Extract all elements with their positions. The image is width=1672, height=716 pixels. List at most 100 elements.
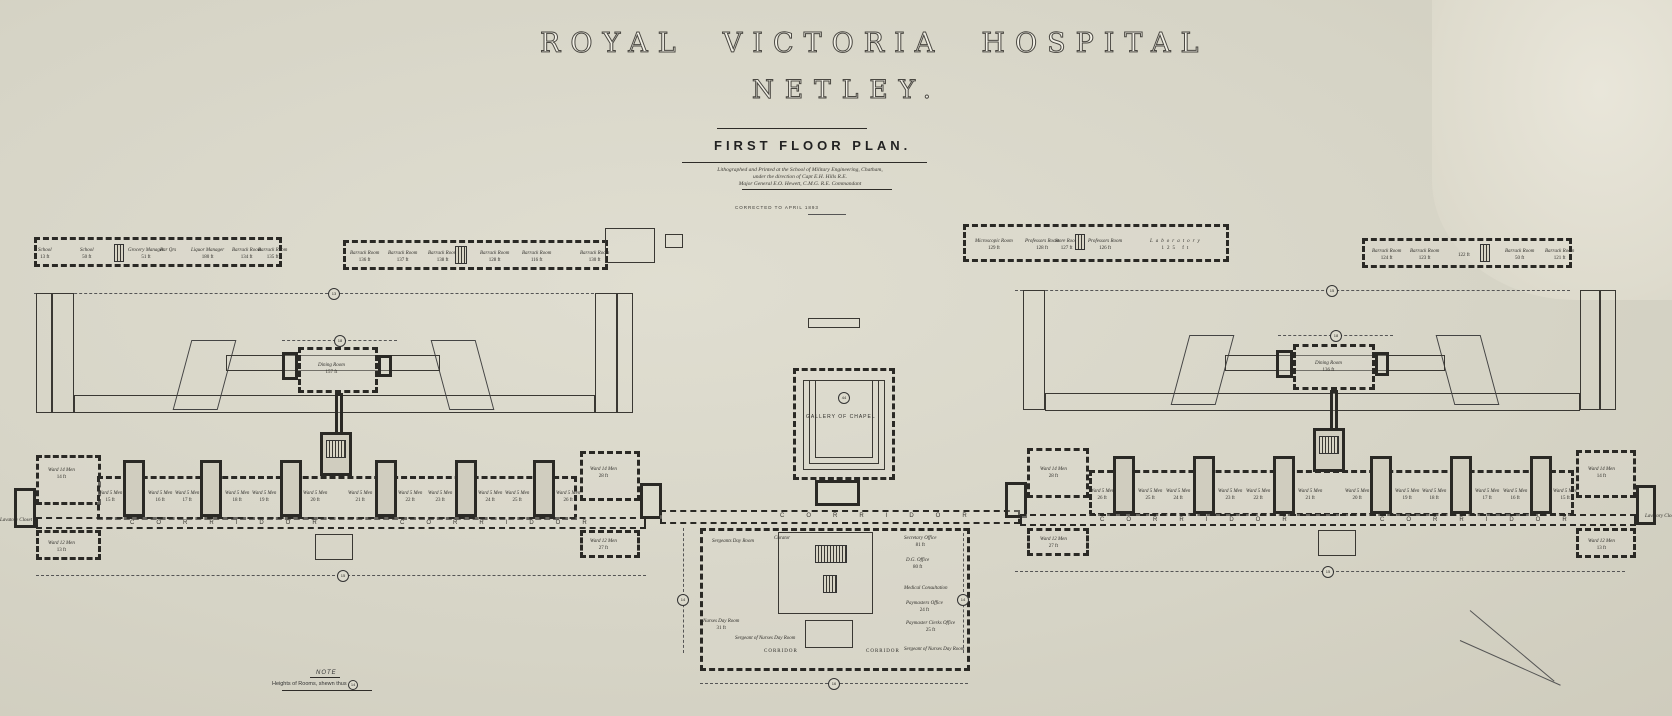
sanitary-tower — [200, 460, 222, 517]
note-title: NOTE — [316, 670, 337, 676]
ward-left-end — [36, 455, 101, 505]
connecting-passage — [1330, 390, 1338, 432]
north-point-line — [1469, 610, 1555, 682]
scullery — [1276, 350, 1293, 378]
link-block — [640, 483, 662, 519]
courtyard-wall — [595, 293, 617, 413]
staircase — [1480, 244, 1490, 262]
chapel-tier — [815, 380, 873, 458]
upper-right-range-1 — [963, 224, 1229, 262]
note-text: Heights of Rooms, shewn thus 14 — [272, 679, 359, 690]
sanitary-tower — [533, 460, 555, 517]
subtitle: NETLEY. — [752, 75, 942, 105]
room-label: Medical Consultation — [904, 586, 948, 591]
corrected-date: CORRECTED TO APRIL 1893 — [735, 205, 819, 210]
room-label: Sergeant of Nurses Day Room — [904, 647, 965, 652]
staircase — [326, 440, 346, 458]
ward-left-end-lower — [36, 530, 101, 560]
main-staircase-lower — [823, 575, 837, 593]
ward-14-block-right — [1027, 448, 1089, 498]
credit-line-2: under the direction of Capt E.H. Hills R… — [752, 174, 848, 180]
sanitary-tower — [1113, 456, 1135, 514]
title-rule-bottom — [682, 162, 927, 163]
ward-right-end-lower — [1576, 528, 1636, 558]
dimension-line — [683, 528, 684, 653]
annex — [1375, 352, 1389, 376]
upper-left-range-1 — [34, 237, 282, 267]
dimension-line — [34, 293, 609, 294]
end-block — [14, 488, 36, 528]
main-staircase — [815, 545, 847, 563]
height-mark: 16 — [828, 678, 840, 690]
covered-way — [226, 355, 440, 371]
height-mark: 15 — [337, 570, 349, 582]
courtyard-wall — [1045, 393, 1580, 411]
height-mark: 15 — [1326, 285, 1338, 297]
height-mark: 18 — [334, 335, 346, 347]
upper-right-range-2 — [1362, 238, 1572, 268]
corridor-label: CORRIDOR — [1380, 517, 1589, 523]
porch — [1318, 530, 1356, 556]
staircase — [1075, 234, 1085, 250]
staircase — [455, 246, 467, 264]
room-label: Sergeants Day Room — [712, 539, 755, 544]
right-corridor — [1020, 514, 1636, 526]
credit-rule — [742, 189, 892, 190]
sanitary-tower — [1193, 456, 1215, 514]
credit-line-3: Major General E.O. Hewett, C.M.G. R.E. C… — [738, 181, 862, 187]
sanitary-tower — [1273, 456, 1295, 514]
room-label: Curator — [774, 536, 791, 541]
corridor-label: CORRIDOR — [866, 649, 900, 654]
room-label: Lavatory Closet — [1645, 514, 1672, 519]
stair-landing — [805, 620, 853, 648]
link-block — [1005, 482, 1027, 518]
sanitary-tower — [123, 460, 145, 517]
main-staircase-hall — [778, 532, 873, 614]
cooking-room — [282, 352, 298, 380]
courtyard-wall — [36, 293, 52, 413]
courtyard-wall — [1600, 290, 1616, 410]
scullery — [378, 355, 392, 377]
plan-title: FIRST FLOOR PLAN. — [714, 138, 912, 153]
torn-paper-corner — [1432, 0, 1672, 300]
chapel-stair-block — [815, 480, 860, 506]
height-mark: 44 — [838, 392, 850, 404]
dimension-line — [963, 528, 964, 653]
upper-left-range-2 — [343, 240, 608, 270]
dimension-line — [1015, 571, 1625, 572]
main-title: ROYAL VICTORIA HOSPITAL — [539, 28, 1209, 60]
end-block — [1636, 485, 1656, 525]
